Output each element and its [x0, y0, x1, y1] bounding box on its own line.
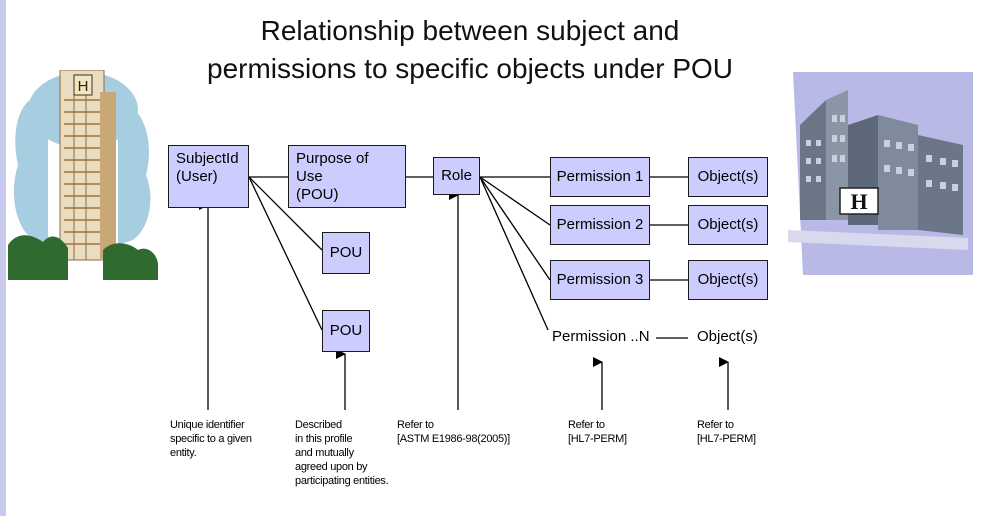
pou-box-b-label: POU	[329, 322, 363, 339]
left-building-clipart: H	[8, 70, 158, 280]
object-note-line: Refer to	[697, 419, 734, 431]
object-1-label: Object(s)	[697, 168, 759, 185]
pou-note-line: participating entities.	[295, 475, 389, 487]
pou-box-a-label: POU	[329, 244, 363, 261]
permission-note: Refer to [HL7-PERM]	[568, 418, 627, 446]
purpose-of-use-line-2: (POU)	[296, 186, 339, 203]
object-3-box: Object(s)	[688, 260, 768, 300]
permission-1-box: Permission 1	[550, 157, 650, 197]
purpose-of-use-box: Purpose of Use (POU)	[288, 145, 406, 208]
permission-3-label: Permission 3	[556, 271, 644, 288]
pou-note-line: and mutually	[295, 447, 354, 459]
subject-id-line-2: (User)	[176, 168, 218, 185]
title-line-2: permissions to specific objects under PO…	[207, 53, 733, 84]
role-note-line: [ASTM E1986-98(2005)]	[397, 433, 510, 445]
line-role-to-permN	[479, 176, 549, 331]
permission-3-box: Permission 3	[550, 260, 650, 300]
pou-note: Described in this profile and mutually a…	[295, 418, 389, 488]
permission-note-line: Refer to	[568, 419, 605, 431]
object-note-line: [HL7-PERM]	[697, 433, 756, 445]
line-subject-to-pou-a	[248, 176, 323, 251]
object-2-label: Object(s)	[697, 216, 759, 233]
permission-n-label: Permission ..N	[552, 328, 650, 345]
permission-2-box: Permission 2	[550, 205, 650, 245]
pou-note-line: Described	[295, 419, 342, 431]
subject-note-line: entity.	[170, 447, 197, 459]
object-note: Refer to [HL7-PERM]	[697, 418, 756, 446]
object-3-label: Object(s)	[697, 271, 759, 288]
object-1-box: Object(s)	[688, 157, 768, 197]
right-building-sign: H	[850, 189, 867, 214]
pou-note-line: agreed upon by	[295, 461, 368, 473]
subject-note-line: Unique identifier	[170, 419, 245, 431]
subject-id-line-1: SubjectId	[176, 150, 239, 167]
line-role-to-perm2	[479, 176, 551, 226]
right-building-clipart: H	[788, 72, 973, 275]
left-edge-bar	[0, 0, 6, 516]
subject-note: Unique identifier specific to a given en…	[170, 418, 252, 460]
diagram-title: Relationship between subject and permiss…	[150, 12, 790, 88]
permission-note-line: [HL7-PERM]	[568, 433, 627, 445]
object-2-box: Object(s)	[688, 205, 768, 245]
purpose-of-use-line-1: Purpose of Use	[296, 150, 369, 185]
permission-1-label: Permission 1	[556, 168, 644, 185]
left-building-sign: H	[78, 78, 89, 95]
role-note: Refer to [ASTM E1986-98(2005)]	[397, 418, 510, 446]
line-subject-to-pou-b	[248, 176, 323, 331]
pou-box-a: POU	[322, 232, 370, 274]
title-line-1: Relationship between subject and	[260, 15, 680, 46]
pou-box-b: POU	[322, 310, 370, 352]
role-note-line: Refer to	[397, 419, 434, 431]
role-label: Role	[441, 167, 472, 184]
subject-note-line: specific to a given	[170, 433, 252, 445]
permission-2-label: Permission 2	[556, 216, 644, 233]
role-box: Role	[433, 157, 480, 195]
line-role-to-perm3	[479, 176, 551, 281]
pou-note-line: in this profile	[295, 433, 353, 445]
subject-id-box: SubjectId (User)	[168, 145, 249, 208]
object-n-label: Object(s)	[697, 328, 758, 345]
